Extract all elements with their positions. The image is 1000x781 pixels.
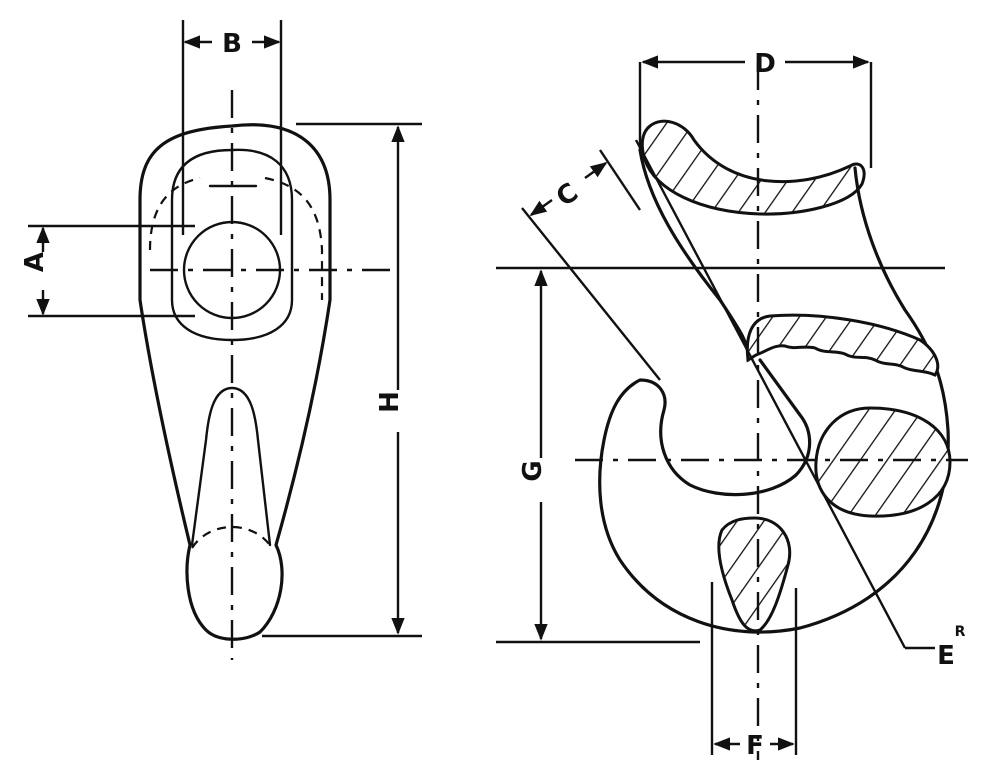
tip-hidden-line [191,526,273,549]
bottom-section-hatched [717,516,792,633]
dim-label-g: G [518,460,548,481]
eye-recess [170,148,294,342]
dim-label-a: A [20,252,50,272]
dim-label-h: H [375,391,405,413]
eye-hidden-line [148,176,324,300]
dim-label-d: D [754,49,776,79]
dim-e-leader [634,139,907,649]
hook-outline [598,148,950,634]
dim-label-c: C [551,177,584,213]
right-section-hatched [814,406,952,518]
dim-label-e: E [937,641,955,671]
dim-c-ext-right [599,149,641,211]
side-view: B A H [20,20,422,660]
side-view-outline [138,123,332,641]
upper-section-hatched [640,119,866,216]
middle-section-hatched [745,313,940,377]
dim-c-ext-left [521,207,661,381]
dim-label-f: F [746,731,764,761]
dim-label-e-superscript: R [955,624,966,640]
dim-c-arrow-right [584,162,608,179]
shank-slot [190,386,272,547]
dim-c-arrow-left [529,199,553,216]
dim-label-b: B [222,29,242,59]
front-view: D C G E R F [496,49,968,761]
